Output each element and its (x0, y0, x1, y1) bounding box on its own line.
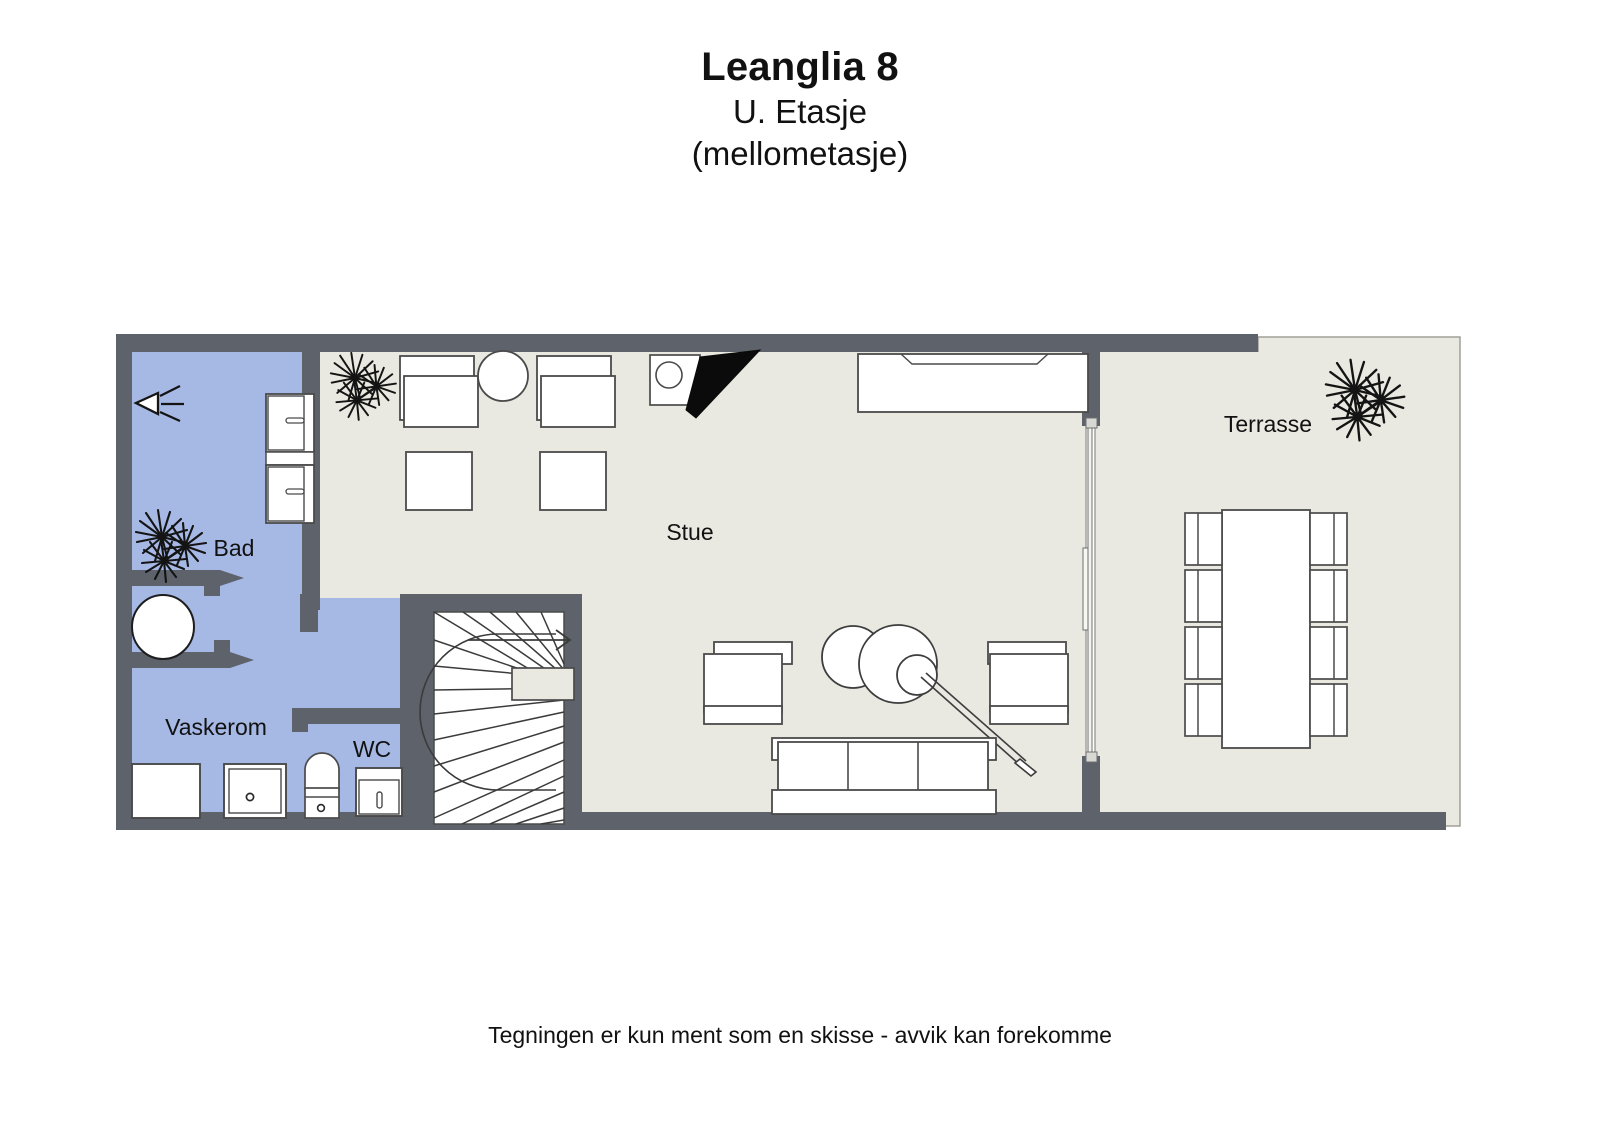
outdoor-dining-table (1221, 509, 1311, 749)
sofa-three-seat (771, 737, 997, 815)
stue-upper-furniture (329, 350, 616, 511)
lounge-chair-right (987, 641, 1069, 725)
armchair-right (536, 355, 616, 428)
disclaimer-note: Tegningen er kun ment som en skisse - av… (488, 1022, 1112, 1048)
terrasse-furniture (1184, 358, 1406, 749)
floor-lamp (920, 672, 1038, 778)
toilet (304, 752, 340, 819)
vaskerom-fixtures (131, 763, 287, 819)
room-label-stue: Stue (666, 519, 713, 545)
door-jamb-markers (220, 570, 314, 668)
vanity-gap (265, 451, 315, 466)
room-label-vaskerom: Vaskerom (165, 714, 267, 740)
room-labels: Bad Vaskerom WC Stue Terrasse (165, 411, 1312, 762)
door-marker-bad (220, 570, 244, 586)
ottoman-right (539, 451, 607, 511)
door-marker-stue-entry (302, 598, 314, 622)
bathtub-round (131, 594, 195, 660)
wall-exterior-left (116, 334, 132, 830)
washing-machine (131, 763, 201, 819)
wall-bad-vaskerom-return (204, 570, 220, 596)
ottoman-left (405, 451, 473, 511)
laundry-sink (223, 763, 287, 819)
door-marker-vaskerom (230, 652, 254, 668)
kitchen-sink-counter (649, 354, 701, 406)
wc-fixtures (304, 752, 403, 819)
staircase-winder[interactable] (419, 611, 575, 825)
wall-wc-top-return (292, 708, 308, 732)
side-table-round (477, 350, 529, 402)
wall-stair-top (416, 594, 582, 612)
kitchen-island-counter (857, 353, 1089, 413)
lounge-chair-left (703, 641, 793, 725)
vanity-cabinet-lower (265, 464, 315, 524)
outdoor-chairs-right (1309, 512, 1348, 737)
page-title: Leanglia 8 (701, 45, 899, 89)
bad-fixtures (131, 384, 315, 660)
wall-tub-stub-return (214, 640, 230, 668)
title-block: Leanglia 8 U. Etasje (mellometasje) (0, 44, 1600, 176)
stair-direction-arrow (468, 629, 572, 651)
outdoor-chairs-left (1184, 512, 1223, 737)
wc-sink (355, 767, 403, 817)
wall-exterior-top (116, 334, 1258, 352)
entry-door-swing (685, 349, 762, 419)
floor-lamp-base (896, 654, 938, 696)
room-label-terrasse: Terrasse (1224, 411, 1312, 437)
sliding-glass-door[interactable] (1082, 417, 1098, 763)
wall-wc-top (292, 708, 412, 724)
stue-kitchen (649, 349, 1089, 419)
wall-stair-right (564, 594, 582, 830)
page-subtitle-line2: (mellometasje) (691, 135, 909, 173)
vanity-cabinet-upper (265, 393, 315, 453)
stue-lounge (703, 624, 1069, 815)
shower-head-icon (133, 384, 184, 423)
room-label-bad: Bad (214, 535, 255, 561)
wall-stair-left (416, 594, 434, 830)
armchair-left (399, 355, 479, 428)
wall-stue-terrasse-lower (1082, 756, 1100, 830)
page-subtitle-line1: U. Etasje (733, 93, 867, 131)
stair-landing (511, 667, 575, 701)
room-label-wc: WC (353, 736, 391, 762)
